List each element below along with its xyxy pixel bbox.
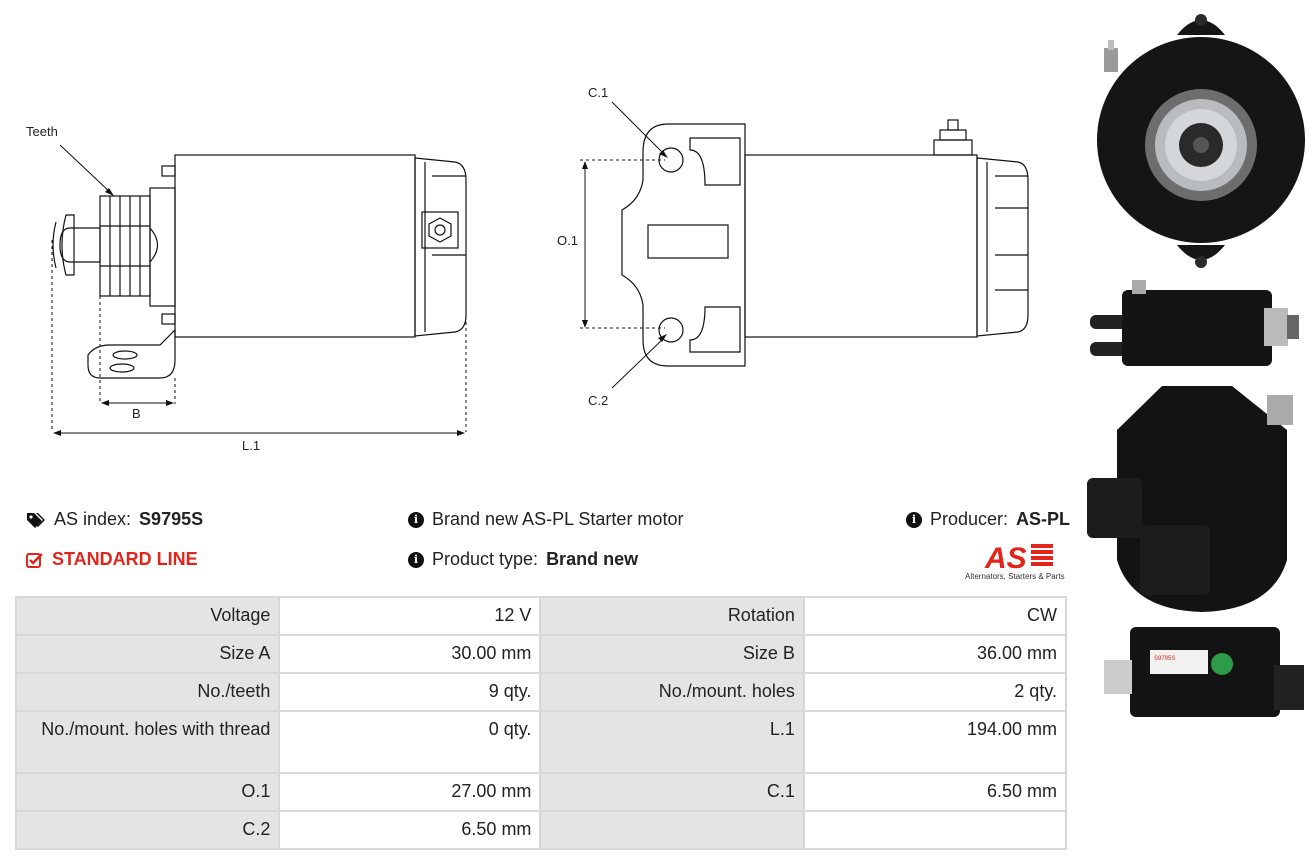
as-index-value: S9795S bbox=[139, 509, 204, 529]
photo-side-1 bbox=[1090, 280, 1299, 366]
info-icon: i bbox=[408, 511, 424, 528]
spec-value bbox=[802, 810, 1068, 850]
spec-value: 30.00 mm bbox=[278, 634, 542, 674]
table-row: Voltage 12 V Rotation CW bbox=[14, 596, 1068, 636]
product-type-value: Brand new bbox=[546, 549, 639, 569]
product-description: Brand new AS-PL Starter motor bbox=[432, 509, 684, 529]
table-row: O.1 27.00 mm C.1 6.50 mm bbox=[14, 772, 1068, 812]
l1-dimension-label: L.1 bbox=[242, 438, 260, 453]
standard-line-row: STANDARD LINE bbox=[26, 549, 198, 570]
as-pl-logo: AS bbox=[984, 542, 1053, 575]
spec-value: 2 qty. bbox=[802, 672, 1068, 712]
logo-subtitle: Alternators, Starters & Parts bbox=[965, 572, 1065, 581]
photo-sticker-code: S9795S bbox=[1154, 656, 1175, 662]
spec-value: 0 qty. bbox=[278, 710, 542, 774]
info-icon: i bbox=[906, 511, 922, 528]
tags-icon bbox=[26, 512, 46, 528]
teeth-label: Teeth bbox=[26, 124, 58, 139]
spec-value: 6.50 mm bbox=[802, 772, 1068, 812]
table-row: C.2 6.50 mm bbox=[14, 810, 1068, 850]
b-dimension-label: B bbox=[132, 406, 141, 421]
spec-key: Rotation bbox=[539, 596, 805, 636]
info-icon: i bbox=[408, 551, 424, 568]
checkbox-checked-icon bbox=[26, 552, 44, 568]
spec-key: Size B bbox=[539, 634, 805, 674]
c1-label: C.1 bbox=[588, 85, 608, 100]
producer-value: AS-PL bbox=[1016, 509, 1071, 529]
svg-text:AS: AS bbox=[984, 542, 1027, 575]
specs-table: Voltage 12 V Rotation CW Size A 30.00 mm… bbox=[14, 596, 1068, 850]
spec-key: C.1 bbox=[539, 772, 805, 812]
spec-value: 194.00 mm bbox=[802, 710, 1068, 774]
photo-rear-angled bbox=[1087, 386, 1293, 612]
spec-key: No./mount. holes with thread bbox=[14, 710, 281, 774]
spec-value: 9 qty. bbox=[278, 672, 542, 712]
motor-body-side bbox=[174, 154, 416, 338]
spec-key: Size A bbox=[14, 634, 281, 674]
spec-value: 27.00 mm bbox=[278, 772, 542, 812]
c2-label: C.2 bbox=[588, 393, 608, 408]
producer-label: Producer: bbox=[930, 509, 1009, 529]
technical-drawing: Teeth B L.1 C.1 O.1 C.2 bbox=[26, 85, 1029, 453]
spec-value: 36.00 mm bbox=[802, 634, 1068, 674]
spec-key: Voltage bbox=[14, 596, 281, 636]
spec-value: 12 V bbox=[278, 596, 542, 636]
spec-value: CW bbox=[802, 596, 1068, 636]
spec-key: C.2 bbox=[14, 810, 281, 850]
product-type-label: Product type: bbox=[432, 549, 539, 569]
c2-hole bbox=[658, 317, 684, 343]
description-row: i Brand new AS-PL Starter motor bbox=[408, 509, 683, 530]
product-type-row: i Product type: Brand new bbox=[408, 549, 638, 570]
producer-row: i Producer: AS-PL bbox=[906, 509, 1070, 530]
table-row: No./teeth 9 qty. No./mount. holes 2 qty. bbox=[14, 672, 1068, 712]
spec-key: O.1 bbox=[14, 772, 281, 812]
spec-key: No./teeth bbox=[14, 672, 281, 712]
spec-key: No./mount. holes bbox=[539, 672, 805, 712]
photo-side-2: S9795S bbox=[1104, 627, 1304, 717]
spec-value: 6.50 mm bbox=[278, 810, 542, 850]
table-row: Size A 30.00 mm Size B 36.00 mm bbox=[14, 634, 1068, 674]
spec-key: L.1 bbox=[539, 710, 805, 774]
product-photos: S9795S bbox=[1087, 14, 1305, 717]
mounting-flange-outline bbox=[621, 123, 746, 367]
as-index-label: AS index: bbox=[54, 509, 132, 529]
o1-label: O.1 bbox=[557, 233, 578, 248]
photo-front-face bbox=[1097, 14, 1305, 268]
standard-line-label: STANDARD LINE bbox=[52, 549, 198, 569]
table-row: No./mount. holes with thread 0 qty. L.1 … bbox=[14, 710, 1068, 774]
spec-key bbox=[539, 810, 805, 850]
as-index-row: AS index: S9795S bbox=[26, 509, 203, 530]
